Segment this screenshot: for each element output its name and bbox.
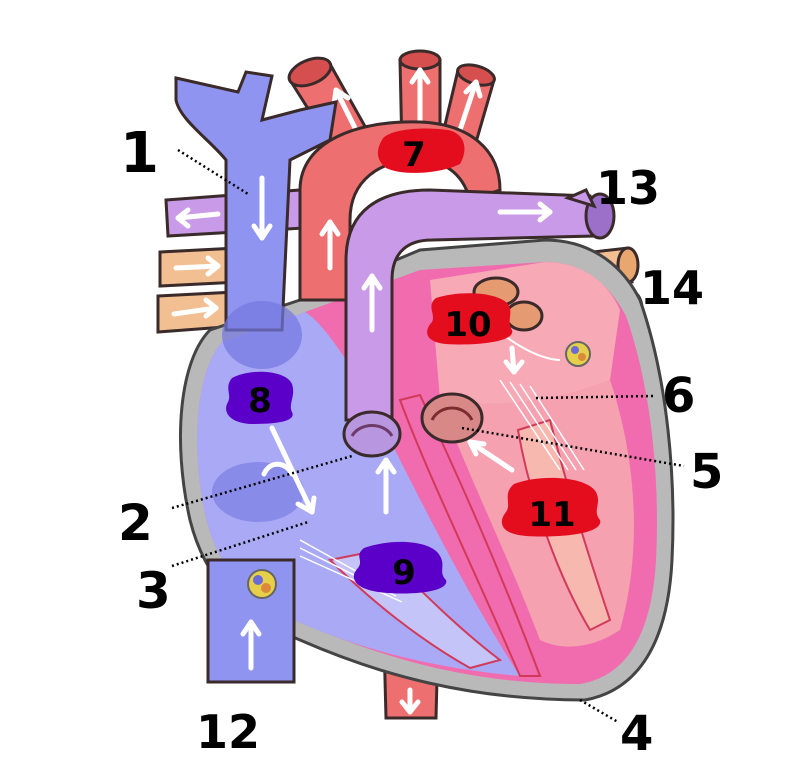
- label-1: 1: [120, 121, 159, 186]
- label-11: 11: [528, 495, 575, 535]
- label-4: 4: [620, 706, 653, 762]
- leader-lines: [171, 148, 685, 724]
- label-7: 7: [402, 135, 426, 175]
- label-blob-7: 7: [377, 128, 465, 175]
- label-blob-8: 8: [226, 371, 294, 424]
- label-8: 8: [248, 381, 272, 421]
- av-node: [565, 341, 591, 367]
- label-2: 2: [118, 494, 153, 552]
- label-6: 6: [662, 368, 695, 424]
- label-blob-10: 10: [427, 293, 513, 345]
- label-10: 10: [444, 305, 491, 345]
- label-14: 14: [640, 261, 704, 315]
- sinoatrial-node: [247, 569, 277, 599]
- label-blob-9: 9: [353, 541, 447, 594]
- label-5: 5: [690, 444, 723, 500]
- label-3: 3: [136, 562, 171, 620]
- pulmonary-trunk: [344, 188, 616, 422]
- superior-vena-cava: [174, 70, 338, 522]
- pulmonary-valve: [342, 410, 402, 458]
- label-blob-11: 11: [501, 477, 601, 537]
- aortic-valve: [420, 392, 484, 444]
- label-12: 12: [196, 705, 260, 759]
- pulmonary-veins-left: [156, 246, 242, 334]
- blood-flow-arrows: [261, 345, 525, 515]
- label-13: 13: [596, 161, 660, 215]
- label-9: 9: [392, 553, 416, 593]
